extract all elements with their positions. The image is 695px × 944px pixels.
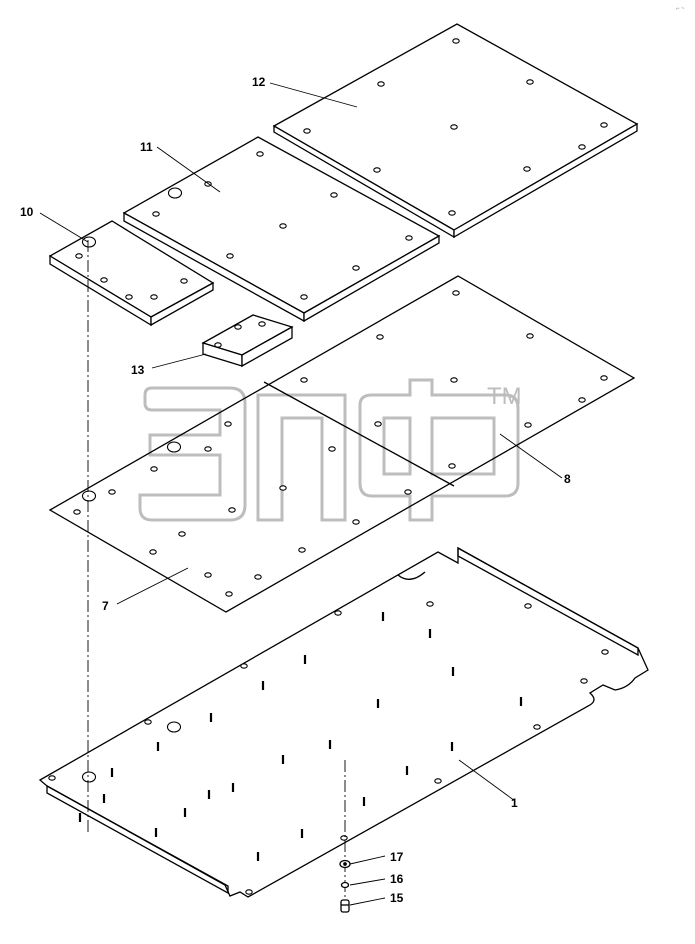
hole — [150, 466, 158, 472]
watermark-letter-f — [358, 378, 520, 522]
hole — [601, 649, 609, 655]
hole — [204, 446, 212, 452]
large-hole — [81, 236, 97, 248]
hole — [405, 235, 413, 241]
callout-15: 15 — [390, 891, 404, 905]
callout-13: 13 — [131, 363, 145, 377]
watermark-letter-l — [256, 393, 347, 522]
callout-17: 17 — [390, 850, 404, 864]
callout-12: 12 — [252, 75, 266, 89]
callout-8: 8 — [564, 472, 571, 486]
large-hole — [166, 441, 182, 453]
hole — [404, 489, 412, 495]
washer-16 — [340, 881, 350, 889]
corner-mark: ⌐ ~ — [676, 6, 685, 12]
callout-10: 10 — [20, 205, 34, 219]
hole — [144, 719, 152, 725]
hole — [448, 463, 456, 469]
hole — [373, 167, 381, 173]
hole — [330, 192, 338, 198]
hole — [334, 610, 342, 616]
hole — [300, 377, 308, 383]
hole — [374, 421, 382, 427]
hole — [303, 128, 311, 134]
hole — [578, 397, 586, 403]
callout-11: 11 — [140, 140, 153, 154]
hole — [524, 603, 532, 609]
hole — [108, 489, 116, 495]
hole — [240, 663, 248, 669]
large-hole — [166, 721, 182, 733]
hole — [377, 81, 385, 87]
fastener-stack — [339, 859, 351, 913]
hole — [526, 79, 534, 85]
hole — [125, 294, 133, 300]
screw-15 — [340, 899, 350, 913]
hole — [526, 333, 534, 339]
hole — [434, 778, 442, 784]
hole — [279, 223, 287, 229]
hole — [100, 277, 108, 283]
hole — [298, 547, 306, 553]
watermark-letter-e — [138, 386, 247, 522]
part-7-8-sheet — [48, 275, 636, 613]
hole — [73, 509, 81, 515]
hole — [450, 377, 458, 383]
hole — [328, 446, 336, 452]
hole — [600, 375, 608, 381]
hole — [448, 210, 456, 216]
hole — [279, 485, 287, 491]
callout-16: 16 — [390, 872, 404, 886]
hole — [580, 678, 588, 684]
hole — [533, 724, 541, 730]
hole — [258, 321, 266, 327]
callout-1: 1 — [511, 796, 518, 810]
hole — [178, 531, 186, 537]
hole — [149, 549, 157, 555]
hole — [150, 294, 158, 300]
hole — [452, 290, 460, 296]
hole — [225, 591, 233, 597]
large-hole — [167, 187, 183, 199]
hole — [180, 278, 188, 284]
hole — [352, 519, 360, 525]
hole — [426, 601, 434, 607]
hole — [376, 334, 384, 340]
hole — [578, 144, 586, 150]
hole — [254, 574, 262, 580]
hole — [300, 294, 308, 300]
hole — [224, 421, 232, 427]
hole — [228, 507, 236, 513]
part-13-block — [201, 314, 294, 368]
hole — [450, 124, 458, 130]
hole — [352, 265, 360, 271]
part-1-base-plate — [38, 546, 649, 898]
hole — [48, 775, 56, 781]
mounting-holes — [48, 38, 609, 895]
large-hole — [81, 490, 97, 502]
callout-labels: 12 11 10 13 8 7 1 17 16 15 — [20, 75, 571, 905]
hole — [75, 253, 83, 259]
watermark-logo — [138, 378, 520, 522]
hole — [340, 835, 348, 841]
hole — [245, 889, 253, 895]
leader-lines — [39, 82, 563, 906]
hole — [234, 324, 242, 330]
hole — [256, 151, 264, 157]
hole — [523, 166, 531, 172]
hole — [204, 572, 212, 578]
hole — [152, 211, 160, 217]
assembly-centerlines — [87, 240, 346, 905]
hole — [226, 253, 234, 259]
callout-7: 7 — [102, 599, 109, 613]
hole — [452, 38, 460, 44]
large-hole — [81, 771, 97, 783]
hole — [600, 122, 608, 128]
base-plate-studs — [78, 612, 523, 861]
hole — [524, 422, 532, 428]
watermark-trademark: TM — [487, 383, 522, 410]
hole — [214, 342, 222, 348]
